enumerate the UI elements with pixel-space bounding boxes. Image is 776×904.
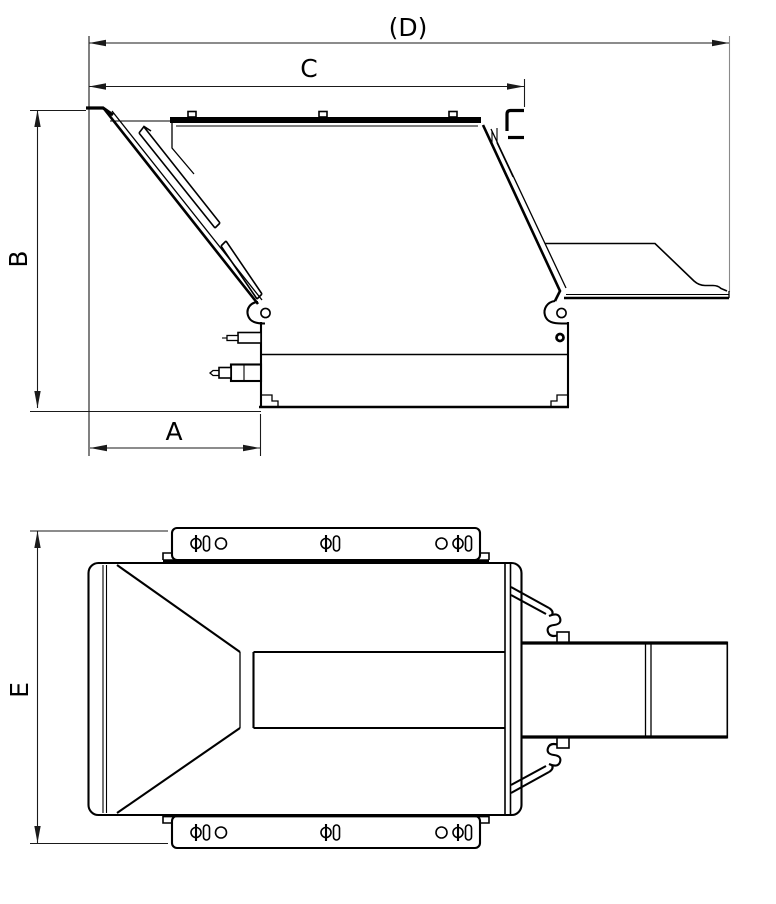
flange-step-left — [162, 552, 172, 560]
arrowhead — [712, 39, 729, 47]
arrowhead — [90, 444, 107, 452]
plate-left-web — [171, 123, 195, 175]
pin-lower-mid — [218, 366, 232, 379]
plan-view — [87, 526, 729, 850]
clamp-arm-inner — [510, 765, 547, 786]
bold-hole — [555, 332, 565, 343]
pin-lower-body — [229, 363, 263, 383]
clamp-arm-outer — [510, 586, 550, 609]
foot-left — [261, 394, 279, 407]
clamp-block — [556, 631, 570, 644]
hinge-hole-left — [260, 307, 271, 319]
clamp-arm-inner — [510, 594, 547, 615]
round-hole — [214, 537, 228, 550]
slot-hole — [202, 824, 211, 841]
side-view — [86, 106, 730, 409]
tray-top-edge — [545, 242, 728, 292]
mounting-flange-bottom — [162, 814, 490, 850]
round-hole — [214, 826, 228, 839]
clamp-spring — [546, 742, 562, 767]
pin-lower-tip — [208, 369, 219, 377]
inner-flap-lower — [220, 240, 263, 300]
inner-flap-upper — [138, 125, 221, 229]
slot-hole — [202, 535, 211, 552]
pin-upper-tip — [226, 334, 239, 342]
arrowhead — [89, 39, 106, 47]
mounting-flange-top — [162, 526, 490, 563]
screw-bump — [448, 110, 458, 118]
dimension-d: (D) — [88, 13, 731, 456]
slot-hole — [332, 535, 341, 552]
slot-hole — [464, 824, 473, 841]
dimension-label-d: (D) — [389, 13, 428, 42]
flange-step-right — [480, 816, 490, 824]
funnel-top-slant — [116, 564, 241, 653]
dimension-a: A — [90, 414, 262, 456]
dimension-label-b: B — [4, 250, 33, 267]
dimension-label-c: C — [300, 54, 317, 83]
clamp-bottom — [510, 736, 570, 794]
bracket-hook-upper — [505, 108, 524, 131]
left-slant-outer — [103, 109, 260, 305]
foot-right — [550, 394, 568, 407]
top-left-lip — [86, 106, 114, 117]
slot-hole — [332, 824, 341, 841]
hinge-lug-left — [246, 300, 266, 325]
round-hole — [435, 826, 448, 839]
dimension-e: E — [5, 530, 168, 845]
screw-bump — [187, 110, 197, 118]
arrowhead — [34, 110, 41, 127]
clamp-spring — [546, 613, 562, 638]
outlet-tube — [522, 641, 729, 739]
hinge-hole-right — [556, 307, 567, 319]
funnel-bottom-slant — [116, 727, 241, 814]
plan-body — [87, 561, 523, 817]
dimension-c: C — [89, 54, 526, 107]
dimension-label-a: A — [165, 417, 182, 446]
clamp-block — [556, 736, 570, 749]
arrowhead — [243, 444, 260, 452]
dimension-b: B — [4, 109, 261, 413]
arrowhead — [89, 83, 106, 90]
clamp-top — [510, 586, 570, 644]
arrowhead — [34, 826, 41, 843]
clamp-arm-outer — [510, 771, 550, 794]
left-slant-inner — [111, 110, 263, 301]
top-plate — [170, 117, 481, 123]
pin-upper-body — [237, 331, 262, 344]
flange-step-left — [162, 816, 172, 824]
flange-holes-bottom — [190, 824, 473, 841]
right-wall-web2 — [491, 131, 507, 177]
slot-hole — [464, 535, 473, 552]
arrowhead — [34, 531, 41, 548]
arrowhead — [34, 391, 41, 408]
round-hole — [435, 537, 448, 550]
flange-step-right — [480, 552, 490, 560]
right-slant-outer — [481, 124, 562, 302]
arrowhead — [507, 83, 524, 90]
hinge-lug-right — [543, 299, 568, 325]
right-wall-web1 — [496, 128, 514, 178]
right-slant-inner — [490, 128, 567, 289]
flange-holes-top — [190, 535, 473, 552]
dimension-label-e: E — [5, 682, 34, 698]
screw-bump — [318, 110, 328, 118]
